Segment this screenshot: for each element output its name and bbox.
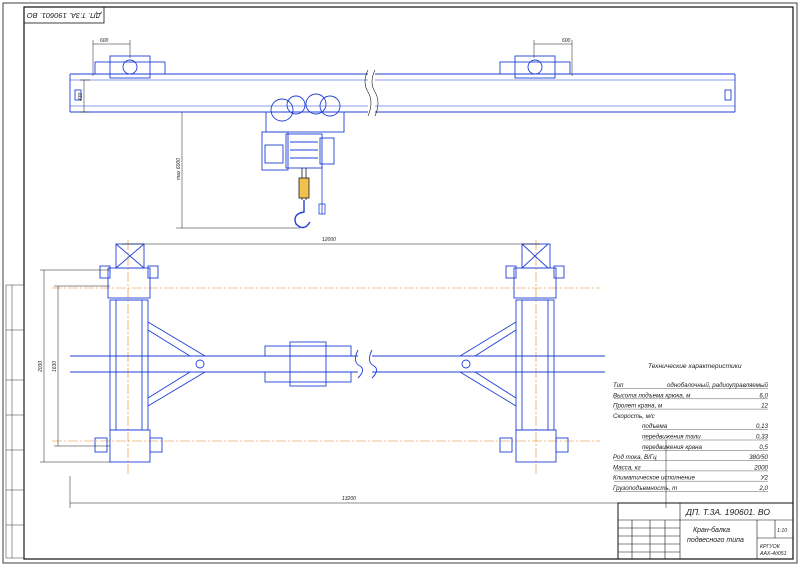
dim-beam-height: 430 xyxy=(78,92,84,101)
plan-dimensions xyxy=(40,243,667,508)
dim-span: 12000 xyxy=(322,237,336,243)
document-code-rotated: ДП. Т.3А. 190601. ВО xyxy=(27,11,102,20)
spec-title: Технические характеристики xyxy=(648,363,742,370)
spec-row-label: Пролет крана, м xyxy=(613,403,663,410)
spec-row-value: 0,33 xyxy=(756,434,769,441)
spec-row-value: однобалочный, радиоуправляемый xyxy=(667,382,769,389)
spec-row-value: 2000 xyxy=(753,464,768,471)
front-elevation: 600 600 430 max 6000 xyxy=(69,38,736,229)
title-block: ДП. Т.3А. 190601. ВО Кран-балка подвесно… xyxy=(617,502,794,560)
runway-left xyxy=(94,243,163,463)
dim-hook-height: max 6000 xyxy=(176,158,182,180)
inner-frame xyxy=(23,6,794,560)
spec-row-label: Высота подъема крюка, м xyxy=(613,392,691,399)
spec-row-label: Тип xyxy=(613,382,624,389)
spec-row-label: Масса, кг xyxy=(613,464,641,471)
spec-row-label: Род тока, В/Гц xyxy=(613,454,657,461)
spec-row-value: У2 xyxy=(760,475,769,482)
organization-line2: ААХ-4д051 xyxy=(759,551,787,557)
top-left-code-box: ДП. Т.3А. 190601. ВО xyxy=(23,6,105,24)
spec-row-label: подъема xyxy=(642,423,668,430)
left-binding-strip xyxy=(5,284,25,559)
plan-view: 12000 13200 2030 1630 xyxy=(38,237,667,508)
dim-total-length: 13200 xyxy=(342,496,356,502)
title-block-code: ДП. Т.3А. 190601. ВО xyxy=(685,507,770,517)
spec-row-value: 2,0 xyxy=(758,485,768,492)
spec-row-value: 12 xyxy=(761,403,768,410)
dim-width-outer: 2030 xyxy=(38,361,44,373)
spec-row-label: Грузоподъемность, т xyxy=(613,485,677,492)
organization-line1: КРГУОК xyxy=(760,544,781,550)
electric-hoist xyxy=(261,93,345,171)
technical-specs: Технические характеристики Тип однобалочн… xyxy=(613,363,769,492)
dim-right-offset: 600 xyxy=(562,38,571,44)
drawing-title-line2: подвесного типа xyxy=(687,536,744,544)
spec-row-label: Климатическое исполнение xyxy=(613,475,695,482)
dim-left-offset: 600 xyxy=(100,38,109,44)
hook-assembly xyxy=(294,166,326,229)
spec-row-value: 0,13 xyxy=(756,423,769,430)
centerlines xyxy=(52,240,600,475)
top-dimensions xyxy=(80,40,573,229)
runway-right xyxy=(499,243,569,463)
sheet-scale: 1:10 xyxy=(777,528,787,534)
dim-width-inner: 1630 xyxy=(52,361,58,372)
spec-row-label: передвижения тали xyxy=(642,434,701,441)
spec-row-label: Скорость, м/с xyxy=(613,413,656,420)
drawing-title-line1: Кран-балка xyxy=(693,526,730,534)
crane-beam xyxy=(69,55,736,117)
spec-row-label: передвижения крана xyxy=(642,444,703,451)
spec-row-value: 6,0 xyxy=(759,392,768,399)
spec-row-value: 380/50 xyxy=(749,454,768,461)
spec-row-value: 0,5 xyxy=(759,444,768,451)
plan-beam xyxy=(70,321,605,407)
